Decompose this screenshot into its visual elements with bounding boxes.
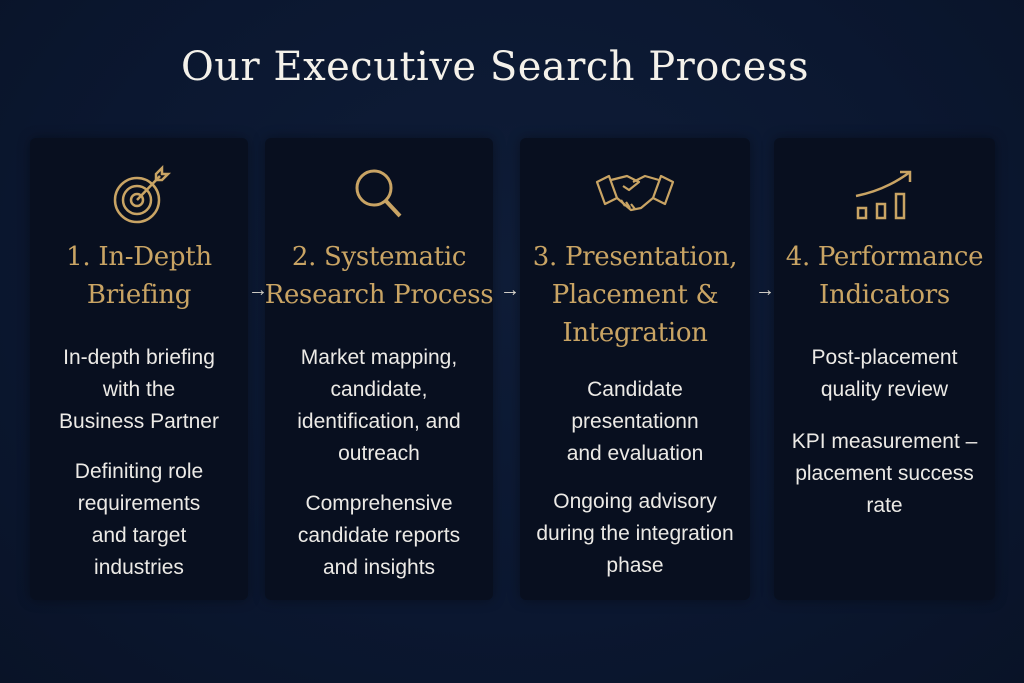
arrow-icon: → <box>248 279 268 301</box>
step-heading: 4. Performance Indicators <box>785 242 984 310</box>
step-point: Candidate presentationn and evaluation <box>566 378 704 465</box>
step-card-4: 4. Performance Indicators Post-placement… <box>774 138 995 600</box>
step-point: KPI measurement – placement success rate <box>791 430 978 517</box>
step-card-1: 1. In-Depth Briefing In-depth briefing w… <box>30 138 248 600</box>
growth-chart-icon <box>850 164 920 228</box>
target-icon <box>104 164 174 228</box>
handshake-icon <box>593 164 677 228</box>
step-card-2: 2. Systematic Research Process Market ma… <box>265 138 494 600</box>
step-point: Post-placement quality review <box>811 346 958 401</box>
step-point: Ongoing advisory during the integration … <box>536 490 734 577</box>
arrow-icon: → <box>755 279 775 301</box>
step-point: Comprehensive candidate reports and insi… <box>297 492 461 579</box>
magnifier-icon <box>344 164 414 228</box>
step-point: Market mapping, candidate, identificatio… <box>297 346 461 465</box>
step-card-3: 3. Presentation, Placement & Integration… <box>520 138 750 600</box>
step-heading: 2. Systematic Research Process <box>264 242 494 310</box>
arrow-icon: → <box>500 279 520 301</box>
step-heading: 3. Presentation, Placement & Integration <box>532 242 738 348</box>
step-heading: 1. In-Depth Briefing <box>66 242 212 310</box>
step-point: Definiting role requirements and target … <box>74 460 204 579</box>
step-point: In-depth briefing with the Business Part… <box>59 346 219 433</box>
page-title: Our Executive Search Process <box>180 44 809 90</box>
